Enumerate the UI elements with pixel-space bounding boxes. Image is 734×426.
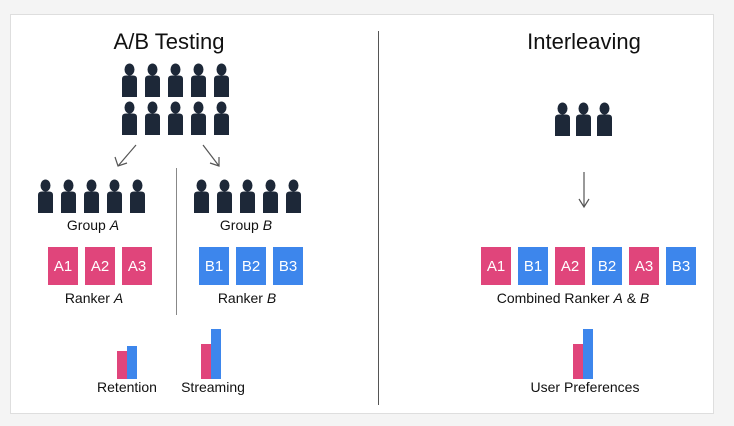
ranker-box-b2: B2: [236, 247, 266, 285]
combined-ranker-label: Combined Ranker A & B: [496, 290, 650, 306]
ranker-b-label: Ranker B: [217, 290, 277, 306]
panel-divider: [378, 31, 379, 405]
person-icon: [167, 63, 184, 97]
user-preferences-label: User Preferences: [530, 379, 640, 395]
person-icon: [596, 102, 613, 136]
person-icon: [83, 179, 100, 213]
person-icon: [239, 179, 256, 213]
ranker-box-a2: A2: [85, 247, 115, 285]
ranker-box-b2: B2: [592, 247, 622, 285]
arrows-layer: [114, 144, 590, 209]
diagram-card: A/B Testing Interleaving Group A Group B…: [10, 14, 714, 414]
arrowhead-group-a: [114, 156, 128, 167]
person-icon: [190, 63, 207, 97]
ranker-box-b3: B3: [666, 247, 696, 285]
ranker-box-b1: B1: [518, 247, 548, 285]
blue-bar: [211, 329, 221, 379]
person-icon: [129, 179, 146, 213]
group-a-label: Group A: [66, 217, 120, 233]
pink-bar: [573, 344, 583, 379]
person-icon: [144, 101, 161, 135]
ab-testing-title: A/B Testing: [113, 29, 225, 54]
streaming-label: Streaming: [181, 379, 245, 395]
ranker-box-a1: A1: [481, 247, 511, 285]
person-icon: [106, 179, 123, 213]
interleaving-title: Interleaving: [527, 29, 641, 54]
arrowhead-group-b: [209, 157, 220, 167]
ranker-a-label: Ranker A: [64, 290, 124, 306]
arrowhead-combined: [578, 198, 590, 209]
person-icon: [216, 179, 233, 213]
pink-bar: [117, 351, 127, 379]
blue-bar: [583, 329, 593, 379]
person-icon: [554, 102, 571, 136]
person-icon: [37, 179, 54, 213]
ranker-box-b1: B1: [199, 247, 229, 285]
person-icon: [262, 179, 279, 213]
ranker-box-b3: B3: [273, 247, 303, 285]
person-icon: [121, 63, 138, 97]
person-icon: [213, 63, 230, 97]
person-icon: [190, 101, 207, 135]
arrow-to-group-b: [202, 144, 220, 167]
pink-bar: [201, 344, 211, 379]
person-icon: [144, 63, 161, 97]
ranker-box-a1: A1: [48, 247, 78, 285]
person-icon: [121, 101, 138, 135]
group-divider: [176, 168, 177, 315]
ranker-box-a3: A3: [122, 247, 152, 285]
arrow-to-group-a: [117, 144, 137, 167]
person-icon: [213, 101, 230, 135]
retention-label: Retention: [97, 379, 157, 395]
person-icon: [575, 102, 592, 136]
person-icon: [60, 179, 77, 213]
ranker-box-a3: A3: [629, 247, 659, 285]
group-b-label: Group B: [219, 217, 273, 233]
blue-bar: [127, 346, 137, 379]
person-icon: [167, 101, 184, 135]
person-icon: [285, 179, 302, 213]
person-icon: [193, 179, 210, 213]
ranker-box-a2: A2: [555, 247, 585, 285]
